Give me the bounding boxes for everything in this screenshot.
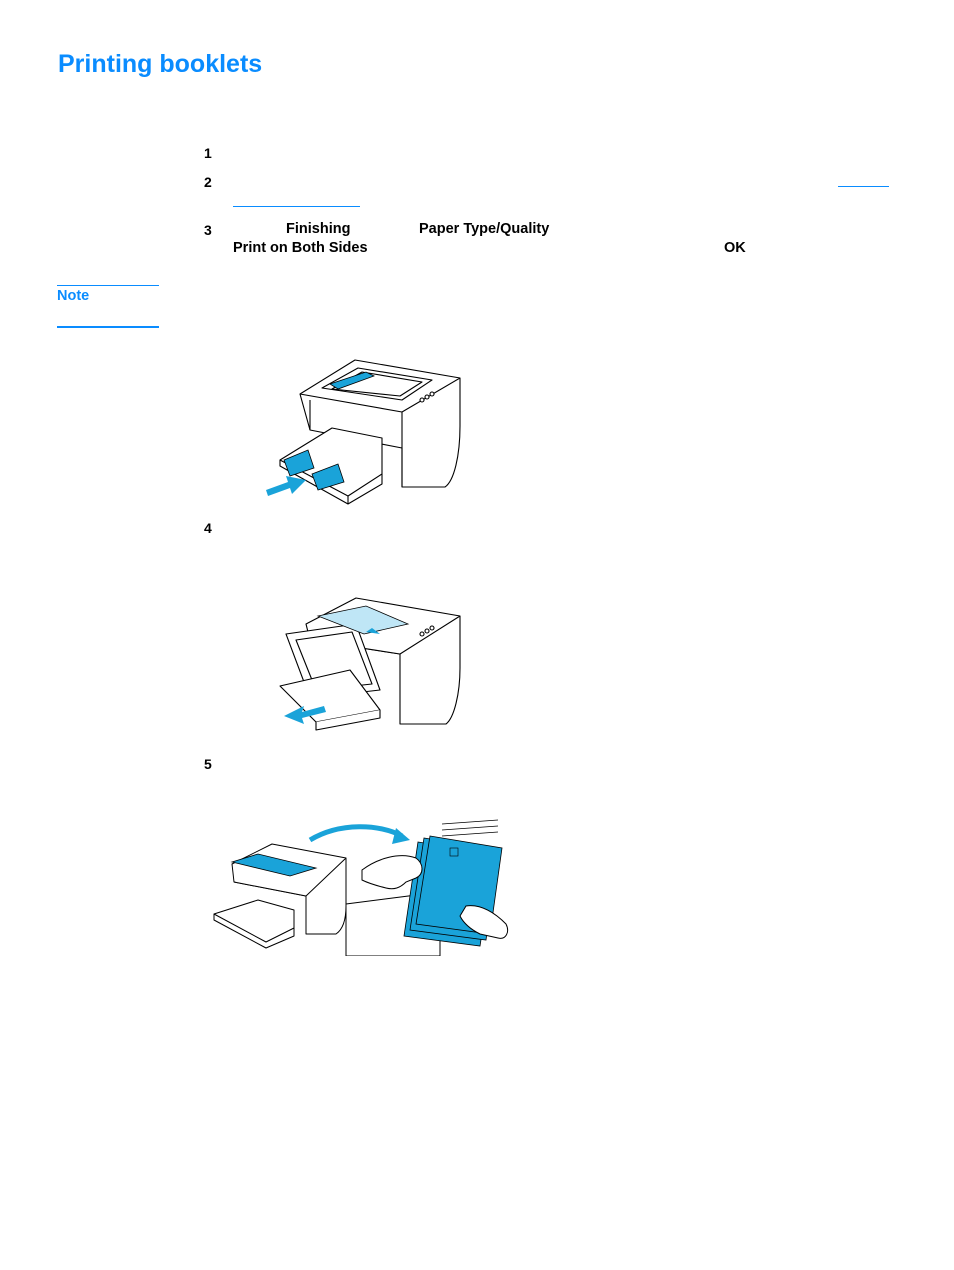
page-title: Printing booklets: [58, 50, 263, 78]
link-underline[interactable]: [233, 206, 360, 207]
paper-type-quality-tab-label: Paper Type/Quality: [419, 221, 550, 237]
note-bottom-rule: [57, 326, 159, 328]
step-number: 1: [204, 145, 212, 161]
printer-removing-paper-illustration: [279, 597, 461, 731]
ok-label: OK: [724, 240, 746, 256]
step-number: 4: [204, 520, 212, 536]
note-label: Note: [57, 288, 90, 304]
step-number: 3: [204, 222, 212, 238]
link-underline[interactable]: [838, 186, 889, 187]
note-top-rule: [57, 285, 159, 286]
step-number: 5: [204, 756, 212, 772]
moving-printed-stack-illustration: [213, 819, 509, 956]
printer-loading-paper-illustration: [266, 359, 461, 505]
step-number: 2: [204, 174, 212, 190]
print-on-both-sides-label: Print on Both Sides: [233, 240, 368, 256]
finishing-tab-label: Finishing: [286, 221, 351, 237]
